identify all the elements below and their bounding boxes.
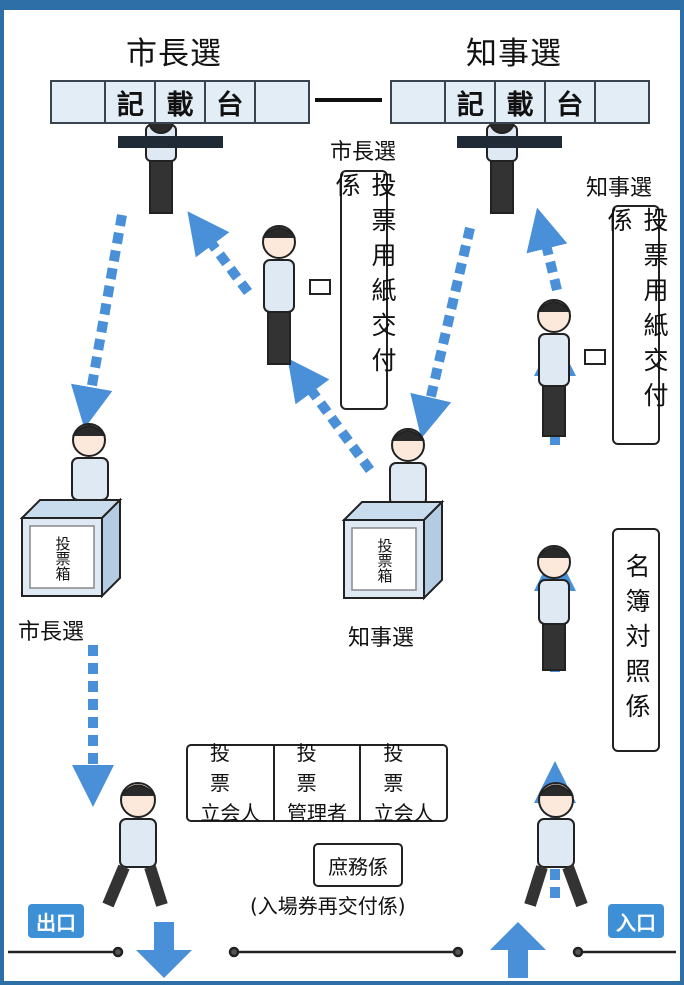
ballot-box-mayor — [19, 497, 123, 599]
governor-box-label: 知事選 — [348, 626, 415, 651]
clerk-box: 庶務係 — [313, 843, 403, 887]
desk-char: 記 — [446, 82, 497, 122]
staff-cell-bottom: 管理者 — [287, 801, 347, 825]
clerk-subtitle: (入場券再交付係) — [250, 894, 406, 918]
arrow-to-mayor-desk — [187, 211, 252, 295]
top-band — [0, 0, 684, 10]
arrow-governor-desk-to-box — [410, 226, 475, 439]
person-roster — [537, 545, 571, 671]
ballot-box-label-mayor: 投票箱 — [53, 535, 72, 581]
ballot-box-label-governor: 投票箱 — [375, 537, 394, 583]
mayor-box-label: 市長選 — [18, 620, 85, 645]
desk-char: 台 — [206, 82, 256, 122]
person-governor-issuer — [537, 299, 606, 437]
roster-check-box: 名簿対照係 — [612, 528, 660, 752]
mayor-issuer-box: 投票用紙交付係 — [332, 170, 397, 410]
desk-pad — [392, 82, 447, 122]
arrow-to-governor-desk — [526, 207, 568, 292]
desk-pad — [52, 82, 107, 122]
writing-desk-governor: 記 載 台 — [390, 80, 650, 124]
exit-badge: 出口 — [28, 904, 84, 938]
governor-issuer-box: 投票用紙交付係 — [604, 205, 669, 445]
mayor-issuer-label: 市長選 — [330, 140, 397, 165]
person-mayor-box — [71, 423, 109, 501]
exit-arrow-icon — [136, 922, 192, 978]
desk-pad — [256, 82, 308, 122]
desk-char: 載 — [496, 82, 546, 122]
ballot-box-governor — [341, 499, 445, 601]
person-governor-desk — [457, 108, 562, 214]
entrance-arrow-icon — [490, 922, 546, 978]
desk-pad — [596, 82, 648, 122]
desk-char: 記 — [106, 82, 157, 122]
person-exiting — [102, 782, 168, 908]
staff-cell: 投票 管理者 — [275, 741, 362, 825]
governor-issuer-label: 知事選 — [586, 176, 653, 201]
person-governor-box — [389, 428, 427, 506]
writing-desk-mayor: 記 載 台 — [50, 80, 310, 124]
entrance-badge: 入口 — [608, 904, 664, 938]
floor-lines — [8, 946, 676, 958]
staff-cell-top: 投票 — [210, 741, 252, 795]
desk-char: 載 — [156, 82, 206, 122]
arrow-mayor-desk-to-box — [70, 214, 127, 429]
desk-char: 台 — [546, 82, 596, 122]
mayor-race-title: 市長選 — [126, 36, 222, 72]
staff-cell-bottom: 立会人 — [373, 801, 434, 825]
arrow-box-to-issuer-mayor — [287, 358, 375, 473]
staff-cell: 投票 立会人 — [361, 741, 446, 825]
staff-cell-top: 投票 — [383, 741, 426, 795]
person-entering — [524, 782, 588, 908]
person-mayor-issuer — [262, 225, 331, 365]
person-mayor-desk — [118, 108, 223, 214]
staff-cell: 投票 立会人 — [188, 741, 275, 825]
staff-cell-top: 投票 — [296, 741, 339, 795]
staff-cell-bottom: 立会人 — [200, 801, 261, 825]
staff-table: 投票 立会人 投票 管理者 投票 立会人 — [186, 741, 448, 825]
governor-race-title: 知事選 — [466, 36, 562, 72]
